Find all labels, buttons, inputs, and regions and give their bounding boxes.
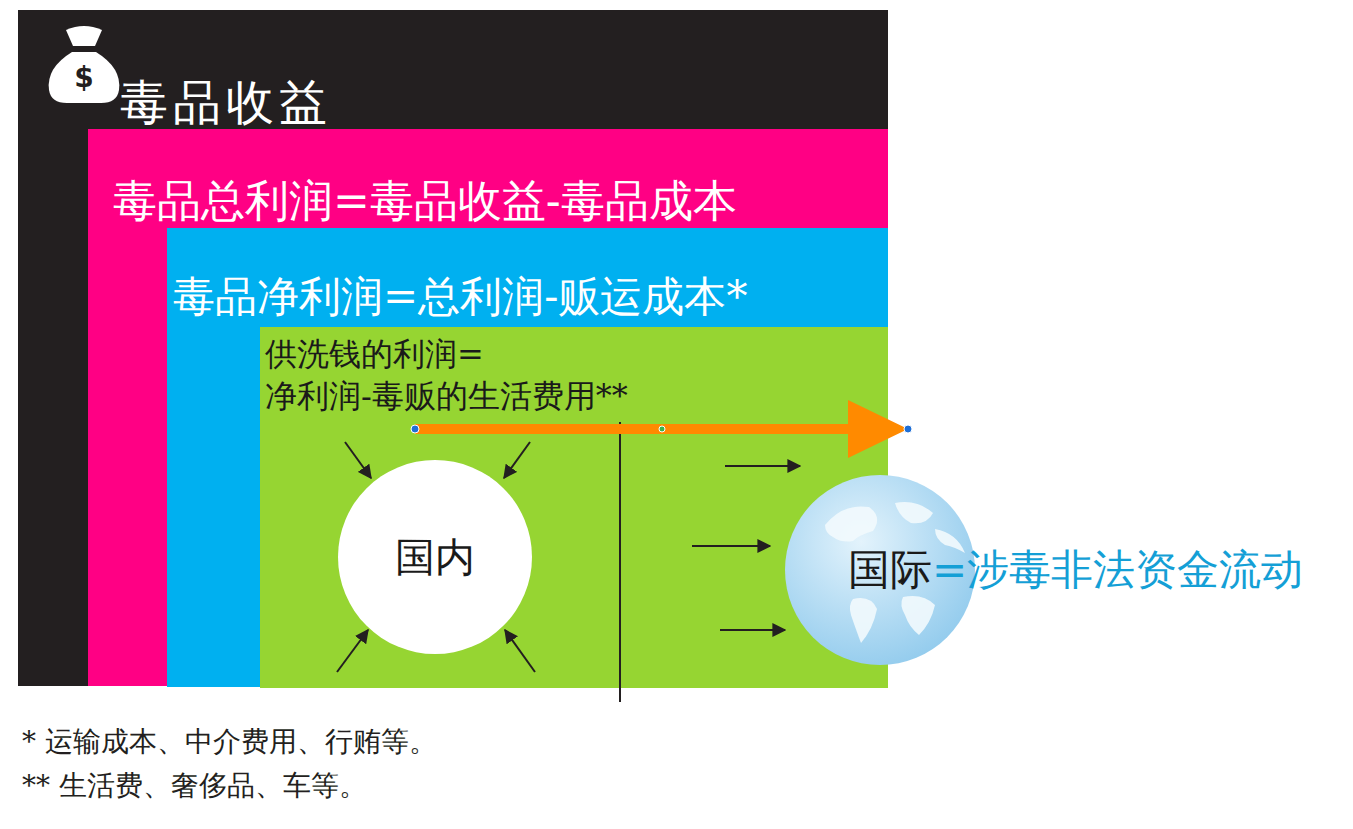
handle-dot <box>904 425 912 433</box>
money-bag-icon <box>49 26 120 103</box>
footnote: ** 生活费、奢侈品、车等。 <box>22 768 367 804</box>
wrap-spacer <box>488 333 632 373</box>
formula-text: 毒品总利润=毒品收益-毒品成本 <box>113 177 737 225</box>
currency-symbol: $ <box>74 62 93 94</box>
highlight-arrow <box>415 400 908 458</box>
bag-body <box>49 52 120 103</box>
flow-arrow <box>337 630 368 672</box>
laundering-profit-band: 供洗钱的利润= 净利润-毒贩的生活费用** 国内 <box>260 327 888 688</box>
globe-label: 国际 <box>848 545 932 595</box>
footnote: * 运输成本、中介费用、行贿等。 <box>22 724 437 760</box>
continent-shape <box>825 506 877 541</box>
domestic-circle: 国内 <box>338 460 532 654</box>
flow-arrow <box>505 630 535 672</box>
label-anchor: * 运输成本、中介费用、行贿等。 <box>22 724 437 760</box>
continent-shape <box>850 598 877 643</box>
circle-label: 国内 <box>395 533 475 581</box>
label-anchor: ** 生活费、奢侈品、车等。 <box>22 768 367 804</box>
continent-shape <box>901 596 935 635</box>
flow-arrow <box>720 629 785 631</box>
flow-arrow <box>725 465 800 467</box>
globe-node: 国际=涉毒非法资金流动 <box>785 475 975 665</box>
net-profit-band: 毒品净利润=总利润-贩运成本* 供洗钱的利润= 净利润-毒贩的生活费用** 国内 <box>167 228 888 687</box>
circle-fill <box>338 460 532 654</box>
outward-arrows <box>692 466 800 630</box>
divider-line <box>619 422 621 702</box>
formula-text: 供洗钱的利润= 净利润-毒贩的生活费用** <box>265 333 632 417</box>
band-title: 毒品收益 <box>120 78 332 126</box>
globe-caption: =涉毒非法资金流动 <box>932 545 1303 595</box>
revenue-band: 毒品收益毒品总利润=毒品收益-毒品成本毒品净利润=总利润-贩运成本* 供洗钱的利润… <box>18 10 888 686</box>
handle-dot <box>411 425 419 433</box>
continent-shape <box>895 502 933 523</box>
inward-arrows <box>337 442 535 672</box>
flow-arrow <box>345 442 371 478</box>
handle-dot <box>659 426 665 432</box>
flow-arrow <box>692 545 770 547</box>
flow-arrow <box>504 442 530 478</box>
formula-text: 毒品净利润=总利润-贩运成本* <box>173 274 747 320</box>
label-anchor: $ <box>74 62 93 94</box>
gross-profit-band: 毒品总利润=毒品收益-毒品成本毒品净利润=总利润-贩运成本* 供洗钱的利润= 净利… <box>88 129 888 686</box>
bag-knot <box>66 26 102 46</box>
